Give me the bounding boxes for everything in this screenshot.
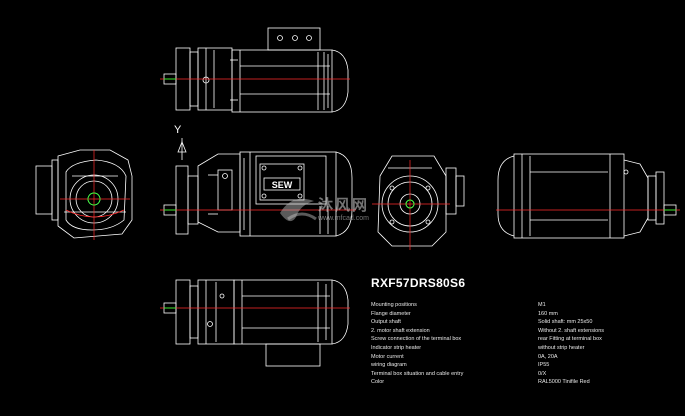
rear-view <box>377 155 465 247</box>
spec-row: wiring diagram IP55 <box>371 361 671 370</box>
spec-value: rear Fitting at terminal box <box>538 336 602 343</box>
center-lines <box>60 78 680 309</box>
accent-lines <box>87 78 676 309</box>
spec-label: Color <box>371 379 385 386</box>
spec-label: Indicator strip heater <box>371 344 422 351</box>
spec-value: IP55 <box>538 362 550 369</box>
top-view <box>163 27 349 113</box>
spec-value: M1 <box>538 302 546 308</box>
spec-value: Solid shaft: mm 25x50 <box>538 319 593 326</box>
model-title: RXF57DRS80S6 <box>371 276 466 290</box>
spec-label: Motor current <box>371 353 404 360</box>
left-view <box>35 149 133 239</box>
brand-plate-text: SEW <box>272 180 293 190</box>
watermark-text: 沐风网 <box>318 197 370 214</box>
spec-label: Output shaft <box>371 319 401 326</box>
spec-row: Color RAL5000 Tinifile Red <box>371 378 671 387</box>
spec-table: Mounting positions M1 Flange diameter 160 … <box>371 301 671 387</box>
spec-row: Mounting positions M1 <box>371 301 671 310</box>
spec-label: Flange diameter <box>371 310 411 317</box>
spec-value: Without 2. shaft extensions <box>538 327 605 334</box>
spec-label: Terminal box situation and cable entry <box>371 370 464 377</box>
spec-value: 0A, 20A <box>538 353 558 360</box>
spec-row: Output shaft Solid shaft: mm 25x50 <box>371 318 671 327</box>
watermark-url: www.mfcad.com <box>318 215 369 222</box>
bottom-view <box>163 279 349 367</box>
watermark-logo <box>280 198 317 222</box>
spec-row: Terminal box situation and cable entry 0/… <box>371 370 671 379</box>
spec-value: without strip heater <box>538 344 585 351</box>
spec-row: 2. motor shaft extension Without 2. shaft… <box>371 327 671 336</box>
y-axis-arrow <box>177 138 187 160</box>
spec-value: 160 mm <box>538 310 558 317</box>
axis-label-y: Y <box>174 124 182 136</box>
spec-row: Indicator strip heater without strip heat… <box>371 344 671 353</box>
spec-value: 0/X <box>538 370 547 377</box>
spec-row: Flange diameter 160 mm <box>371 310 671 319</box>
sew-plate: SEW <box>263 177 301 191</box>
spec-row: Screw connection of the terminal box rear… <box>371 335 671 344</box>
spec-label: wiring diagram <box>371 362 407 369</box>
spec-value: RAL5000 Tinifile Red <box>538 379 590 386</box>
spec-label: Screw connection of the terminal box <box>371 336 462 343</box>
spec-label: 2. motor shaft extension <box>371 327 430 334</box>
spec-label: Mounting positions <box>371 302 417 308</box>
right-view <box>497 153 677 239</box>
spec-row: Motor current 0A, 20A <box>371 353 671 362</box>
